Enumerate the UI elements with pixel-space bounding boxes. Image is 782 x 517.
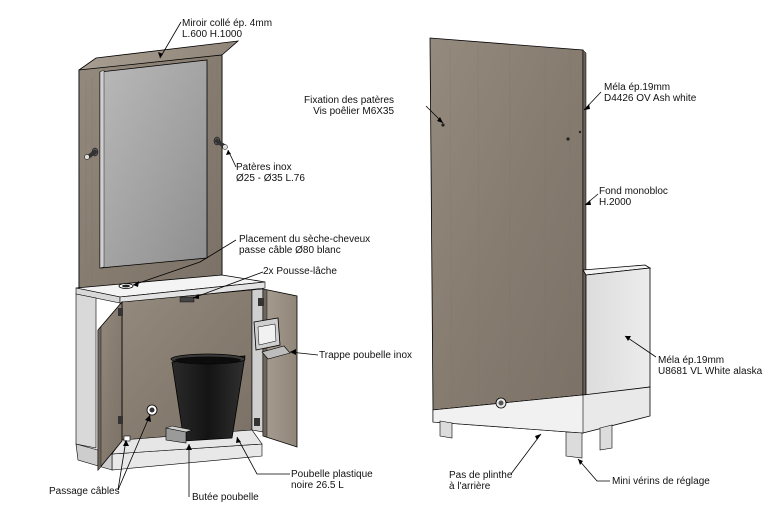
wood-grain [85,60,218,290]
bin-stop [165,425,193,444]
cabinet-inner-side [251,288,264,433]
label-butee: Butée poubelle [192,492,259,503]
label-fond-line1: Fond monobloc [599,186,668,197]
trash-bin [170,353,246,442]
label-seche-cheveux: Placement du sèche-cheveux passe câble Ø… [239,234,370,256]
label-verins-line1: Mini vérins de réglage [612,476,710,487]
tall-back-panel-edge [582,49,587,397]
rear-view [429,37,652,459]
mirror-edge [99,69,105,269]
label-pateres: Patères inox Ø25 - Ø35 L.76 [236,162,305,184]
rear-cabinet-side [585,267,651,397]
coat-hook-left [84,147,99,160]
label-fixation-line1: Fixation des patères [304,95,395,106]
label-mela-ash-line1: Méla ép.19mm [604,82,671,93]
label-mela-ash: Méla ép.19mm D4426 OV Ash white [604,82,696,104]
label-fond: Fond monobloc H.2000 [599,186,668,208]
label-passage: Passage câbles [49,486,120,497]
label-plinthe: Pas de plinthe à l'arrière [449,470,512,492]
label-seche-cheveux-line2: passe câble Ø80 blanc [239,245,341,256]
label-pateres-line2: Ø25 - Ø35 L.76 [236,173,305,184]
label-trappe: Trappe poubelle inox [319,350,412,361]
leveling-foot-right [565,431,583,459]
label-plinthe-line1: Pas de plinthe [449,470,513,481]
label-fond-line2: H.2000 [599,197,632,208]
label-miroir: Miroir collé ép. 4mm L.600 H.1000 [182,18,272,40]
label-poubelle: Poubelle plastique noire 26.5 L [291,469,373,491]
coat-hook-right [213,136,228,150]
cabinet-side [75,293,97,449]
label-mela-white-line1: Méla ép.19mm [658,355,725,366]
leveling-foot-left [439,420,453,439]
right-door [262,288,298,448]
label-pousse-lache-line1: 2x Pousse-lâche [263,266,337,277]
label-mela-white-line2: U8681 VL White alaska [658,366,763,377]
label-verins: Mini vérins de réglage [612,476,710,487]
label-seche-cheveux-line1: Placement du sèche-cheveux [239,234,371,245]
label-trappe-line1: Trappe poubelle inox [319,350,413,361]
label-poubelle-line2: noire 26.5 L [291,480,344,491]
push-latch [179,296,195,303]
front-view [75,40,298,472]
tall-back-panel [429,37,584,411]
countertop-front [119,281,266,304]
label-fixation-line2: Vis poêlier M6X35 [313,106,395,117]
mirror [99,59,208,269]
label-mela-white: Méla ép.19mm U8681 VL White alaska [658,355,762,377]
rear-wood-grain [449,44,571,406]
label-butee-line1: Butée poubelle [192,492,259,503]
label-pateres-line1: Patères inox [236,162,292,173]
label-mela-ash-line2: D4426 OV Ash white [604,93,697,104]
label-fixation: Fixation des patères Vis poêlier M6X35 [304,95,394,117]
left-door [97,300,123,472]
label-miroir-line2: L.600 H.1000 [182,29,243,40]
leader-arrows [123,52,631,465]
label-plinthe-line2: à l'arrière [449,481,491,492]
label-pousse-lache: 2x Pousse-lâche [263,266,337,277]
label-passage-line1: Passage câbles [49,486,120,497]
label-miroir-line1: Miroir collé ép. 4mm [182,18,273,29]
label-poubelle-line1: Poubelle plastique [291,469,373,480]
trash-flap [253,317,291,360]
